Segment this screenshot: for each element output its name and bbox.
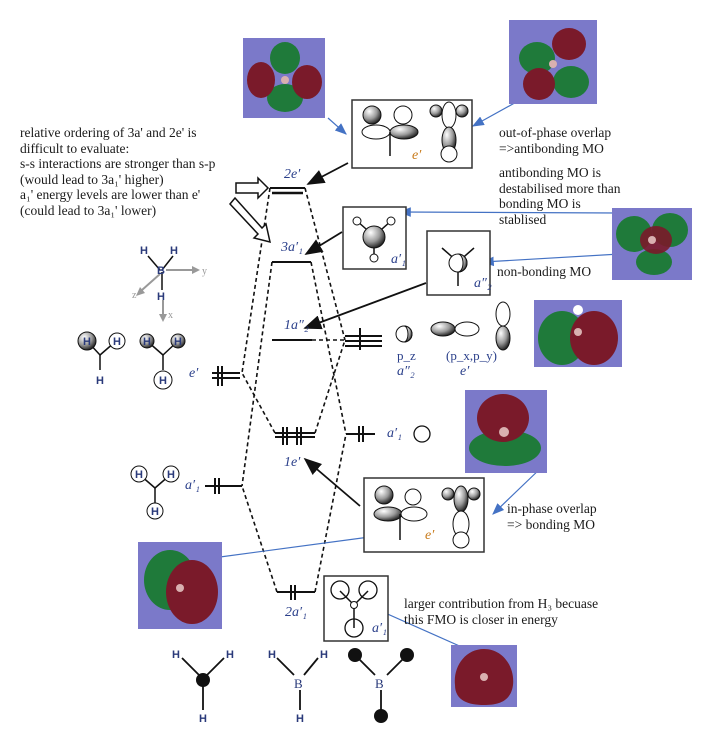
bh3-molecule: H H B H [268, 649, 328, 725]
svg-text:H: H [320, 649, 328, 661]
box-label-a2: a″₂ [474, 276, 492, 291]
b-pz-orbital [395, 325, 413, 343]
svg-text:H: H [226, 649, 234, 661]
bh3-axes-molecule: H H B H y z x [132, 245, 207, 322]
mo-image-2a1[interactable] [451, 645, 517, 707]
h3-fragment-molecule: H H H [172, 649, 234, 725]
axis-x-label: x [168, 310, 173, 321]
label-b-pz-sym: a″₂ [397, 364, 415, 379]
ordering-line-5: a₁' energy levels are lower than e' [20, 187, 201, 202]
bottom-a1-orbital-box [323, 575, 389, 642]
ordering-line-1: relative ordering of 3a' and 2e' is [20, 125, 197, 140]
h3-e-orbital-2: H H H [139, 333, 186, 390]
label-2e: 2e′ [284, 167, 301, 182]
arrow-a1-box-to-3a1 [304, 231, 343, 255]
mo-image-3a1[interactable] [612, 208, 692, 280]
b-py-orbital [495, 301, 511, 351]
leader-3a1-mo [398, 207, 619, 217]
box-label-top-e: e′ [412, 148, 422, 163]
ordering-note: relative ordering of 3a' and 2e' is diff… [20, 125, 215, 218]
label-2a1: 2a′₁ [285, 605, 307, 620]
top-e-orbital-box [351, 99, 473, 169]
h3-e-level [212, 366, 240, 386]
b-p-levels [345, 328, 382, 350]
svg-text:H: H [113, 336, 121, 348]
svg-text:H: H [167, 469, 175, 481]
svg-text:H: H [143, 336, 151, 348]
axis-z-label: z [132, 290, 137, 301]
svg-text:H: H [159, 375, 167, 387]
label-1a2: 1a″₂ [284, 318, 309, 333]
svg-text:H: H [199, 713, 207, 725]
label-3a1: 3a′₁ [281, 240, 303, 255]
mo-image-1e-a[interactable] [465, 390, 547, 473]
nonbonding-note: non-bonding MO [497, 264, 592, 279]
svg-text:H: H [83, 336, 91, 348]
leader-bonding-right-mo [492, 465, 544, 515]
destabilised-note: antibonding MO is destabilised more than… [499, 165, 621, 227]
label-1e: 1e′ [284, 455, 301, 470]
label-b-pz: p_z [397, 348, 416, 363]
bonding-note: in-phase overlap => bonding MO [507, 501, 597, 532]
label-h3-e: e′ [189, 366, 199, 381]
svg-text:H: H [268, 649, 276, 661]
svg-text:H: H [174, 336, 182, 348]
bottom-e-orbital-box [363, 477, 485, 553]
ordering-line-2: difficult to evaluate: [20, 140, 130, 156]
a1-orbital-box [342, 206, 407, 270]
hollow-arrows [229, 176, 271, 244]
mo-level-2a1 [277, 585, 315, 600]
box-label-bottom-e: e′ [425, 528, 435, 543]
mo-image-1e-b[interactable] [138, 542, 222, 629]
svg-text:H: H [135, 469, 143, 481]
label-h3-a1: a′₁ [185, 478, 200, 493]
label-b-pxpy-sym: e′ [460, 364, 470, 379]
box-label-bottom-a1: a′₁ [372, 621, 387, 636]
mo-image-1a2[interactable] [534, 300, 622, 367]
box-label-a1: a′₁ [391, 252, 406, 267]
h3-e-orbital-1: H H H [77, 331, 126, 387]
mo-level-1e [275, 427, 315, 445]
leader-1a2-mo [481, 253, 621, 267]
svg-text:H: H [151, 506, 159, 518]
leader-top-right-mo [471, 99, 521, 127]
ordering-line-4: (would lead to 3a₁' higher) [20, 171, 164, 187]
leader-top-left-mo [327, 117, 347, 135]
axes-b: B [157, 265, 165, 277]
b-s-orbital [413, 425, 431, 443]
antibonding-note: out-of-phase overlap =>antibonding MO [499, 125, 612, 156]
label-b-a1: a′₁ [387, 426, 402, 441]
h3-a1-orbital: H H H [130, 465, 180, 520]
b-px-orbital [430, 321, 480, 337]
leader-bonding-left-mo [219, 532, 379, 558]
label-b-pxpy: (p_x,p_y) [446, 348, 497, 363]
mo-image-2e-a[interactable] [243, 38, 325, 118]
svg-text:H: H [172, 649, 180, 661]
ordering-line-3: s-s interactions are stronger than s-p [20, 156, 216, 171]
arrow-top-e-to-2e [306, 162, 349, 185]
arrow-a2-box-to-1a2 [303, 282, 427, 330]
b-s-level [346, 426, 375, 442]
axes-h1: H [140, 245, 148, 257]
ordering-line-6: (could lead to 3a₁' lower) [20, 202, 157, 218]
svg-text:H: H [96, 375, 104, 387]
svg-text:B: B [294, 676, 303, 691]
contribution-note: larger contribution from H₃ becuase this… [404, 596, 599, 627]
axes-h2: H [170, 245, 178, 257]
arrow-bottom-e-to-1e [303, 457, 361, 507]
axes-h3: H [157, 291, 165, 303]
h3-a1-level [205, 478, 242, 494]
axis-y-label: y [202, 266, 207, 277]
svg-text:H: H [296, 713, 304, 725]
leader-2a1-mo [372, 607, 465, 649]
mo-level-2e [270, 187, 305, 195]
b-fragment-molecule: B [348, 648, 414, 723]
mo-image-2e-b[interactable] [509, 20, 597, 104]
svg-text:B: B [375, 676, 384, 691]
a2-orbital-box [426, 230, 491, 296]
correlation-lines [241, 187, 347, 593]
